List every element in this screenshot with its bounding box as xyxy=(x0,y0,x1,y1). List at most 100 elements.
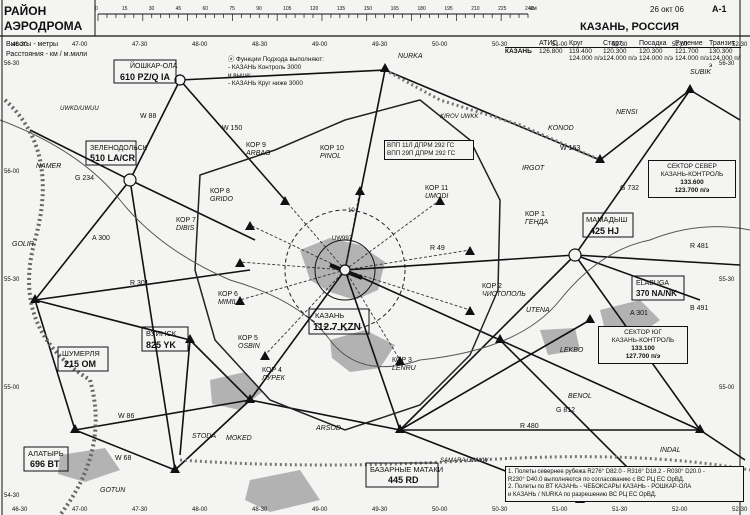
lon-label-top: 49-00 xyxy=(312,42,328,48)
route-r480: R 480 xyxy=(520,423,539,430)
fix-kor11: КОР 11 xyxy=(425,185,448,192)
freq-atis: 126.800 xyxy=(539,48,563,55)
lon-label-bottom: 49-00 xyxy=(312,507,328,513)
navaid-name-vuinsk: ВУИНСК xyxy=(146,329,177,338)
chart-date: 26 окт 06 xyxy=(650,5,684,14)
fix-kor7: КОР 7 xyxy=(176,217,196,224)
fix-kor1-sub: ГЕНДА xyxy=(525,219,548,226)
fix-kor7-sub: DIBIS xyxy=(176,225,195,232)
scale-tick-label: 60 xyxy=(203,6,209,12)
lon-label-bottom: 47-00 xyxy=(72,507,88,513)
navaid-freq-bazarnye: 445 RD xyxy=(388,475,419,485)
navaid-freq-elabuga: 370 NA/NK xyxy=(636,289,677,298)
navaid-symbols xyxy=(123,74,582,276)
lat-label-right: 55-30 xyxy=(719,277,735,283)
fix-kor3: КОР 3 xyxy=(392,357,412,364)
lat-label-right: 56-30 xyxy=(719,61,735,67)
frequency-table: АТИС Круг Старт Посадка Руление Транзит … xyxy=(505,40,741,69)
navaid-boxes xyxy=(23,59,685,488)
fix-konod: KONOD xyxy=(548,125,574,132)
route-g234: G 234 xyxy=(75,175,94,182)
scale-tick-label: 90 xyxy=(256,6,262,12)
fix-kor9: КОР 9 xyxy=(246,142,266,149)
footer-notes: 1. Полеты севернее рубежа R276° D82.0 - … xyxy=(505,466,744,503)
fir-boundary-south xyxy=(179,455,750,472)
fix-kor10-sub: PINOL xyxy=(320,153,341,160)
lon-label-top: 48-30 xyxy=(252,42,268,48)
route-g732: G 732 xyxy=(620,185,639,192)
lon-label-top: 52-00 xyxy=(672,42,688,48)
fix-stoda: STODA xyxy=(192,433,216,440)
scale-tick-label: 210 xyxy=(471,6,480,12)
navaid-name-kazan: КАЗАНЬ xyxy=(315,311,344,320)
runway-note: ВПП 11Л ДПРМ 292 ГС ВПП 29П ДПРМ 292 ГС xyxy=(384,140,474,160)
navaid-name-alatyr: АЛАТЫРЬ xyxy=(28,449,64,458)
fix-kor1: КОР 1 xyxy=(525,211,545,218)
scale-tick-label: 105 xyxy=(283,6,292,12)
freq-header-posadka: Посадка xyxy=(639,40,667,47)
lon-label-bottom: 48-00 xyxy=(192,507,208,513)
legend-distances: Расстояния - км / м.мили xyxy=(6,51,87,58)
route-r49: R 49 xyxy=(430,245,445,252)
lon-label-bottom: 46-30 xyxy=(12,507,28,513)
title-line2: АЭРОДРОМА xyxy=(4,19,83,33)
lon-label-bottom: 51-00 xyxy=(552,507,568,513)
fix-benol: BENOL xyxy=(568,393,592,400)
fix-kor6: КОР 6 xyxy=(218,291,238,298)
lon-label-bottom: 48-30 xyxy=(252,507,268,513)
fix-kor9-sub: ARBAG xyxy=(245,150,271,157)
lon-label-top: 51-30 xyxy=(612,42,628,48)
lon-label-top: 49-30 xyxy=(372,42,388,48)
sector-north-box: СЕКТОР СЕВЕР КАЗАНЬ-КОНТРОЛЬ 133.600 123… xyxy=(648,160,736,198)
legend-heights: Высоты - метры xyxy=(6,41,58,48)
vor-rose-kazan xyxy=(314,239,376,301)
fix-lekbo: LEKBO xyxy=(560,347,584,354)
fix-kor5-sub: OSBIN xyxy=(238,343,261,350)
lon-label-top: 46-30 xyxy=(12,42,28,48)
scale-tick-label: 0 xyxy=(95,6,98,12)
lon-label-bottom: 51-30 xyxy=(612,507,628,513)
area-kirov: KIROV UWKK xyxy=(440,114,479,120)
lon-label-bottom: 52-30 xyxy=(732,507,748,513)
fix-kor2-sub: ЧИСТОПОЛЬ xyxy=(482,291,526,298)
fix-kor8: КОР 8 xyxy=(210,188,230,195)
navaid-freq-mamadysh: 425 HJ xyxy=(590,226,619,236)
lon-label-top: 51-00 xyxy=(552,42,568,48)
route-w86: W 86 xyxy=(118,413,134,420)
navaid-name-elabuga: ELABUGA xyxy=(636,280,669,287)
navaid-freq-zelenodolsk: 510 LA/CR xyxy=(90,153,136,163)
route-r301: R 301 xyxy=(130,280,149,287)
route-r481: R 481 xyxy=(690,243,709,250)
navaid-freq-vuinsk: 825 YK xyxy=(146,340,176,350)
navaid-name-mamadysh: МАМАДЫШ xyxy=(586,215,627,224)
fix-nensi: NENSI xyxy=(616,109,637,116)
scale-tick-label: 45 xyxy=(176,6,182,12)
title-line1: РАЙОН xyxy=(4,3,46,18)
urban-area-bottom xyxy=(245,470,320,512)
fix-kor11-sub: UMODI xyxy=(425,193,448,200)
scale-tick-label: 30 xyxy=(149,6,155,12)
navaid-name-gotun: GOTUN xyxy=(100,487,126,494)
scale-unit: км xyxy=(530,6,537,12)
fix-kor5: КОР 5 xyxy=(238,335,258,342)
lat-label-left: 55-00 xyxy=(4,385,20,391)
fix-kor2: КОР 2 xyxy=(482,283,502,290)
airport-name: КАЗАНЬ, РОССИЯ xyxy=(580,21,679,33)
fix-kor10: КОР 10 xyxy=(320,145,344,152)
scale-tick-label: 195 xyxy=(444,6,453,12)
route-w88: W 88 xyxy=(140,113,156,120)
navaid-freq-kazan: 112.7 KZN xyxy=(313,322,361,333)
route-lines xyxy=(29,69,746,501)
route-a300: A 300 xyxy=(92,235,110,242)
lon-label-top: 50-30 xyxy=(492,42,508,48)
scale-tick-label: 165 xyxy=(391,6,400,12)
river xyxy=(0,119,750,368)
scale-tick-label: 120 xyxy=(310,6,319,12)
lat-label-left: 56-00 xyxy=(4,169,20,175)
scale-tick-label: 135 xyxy=(337,6,346,12)
